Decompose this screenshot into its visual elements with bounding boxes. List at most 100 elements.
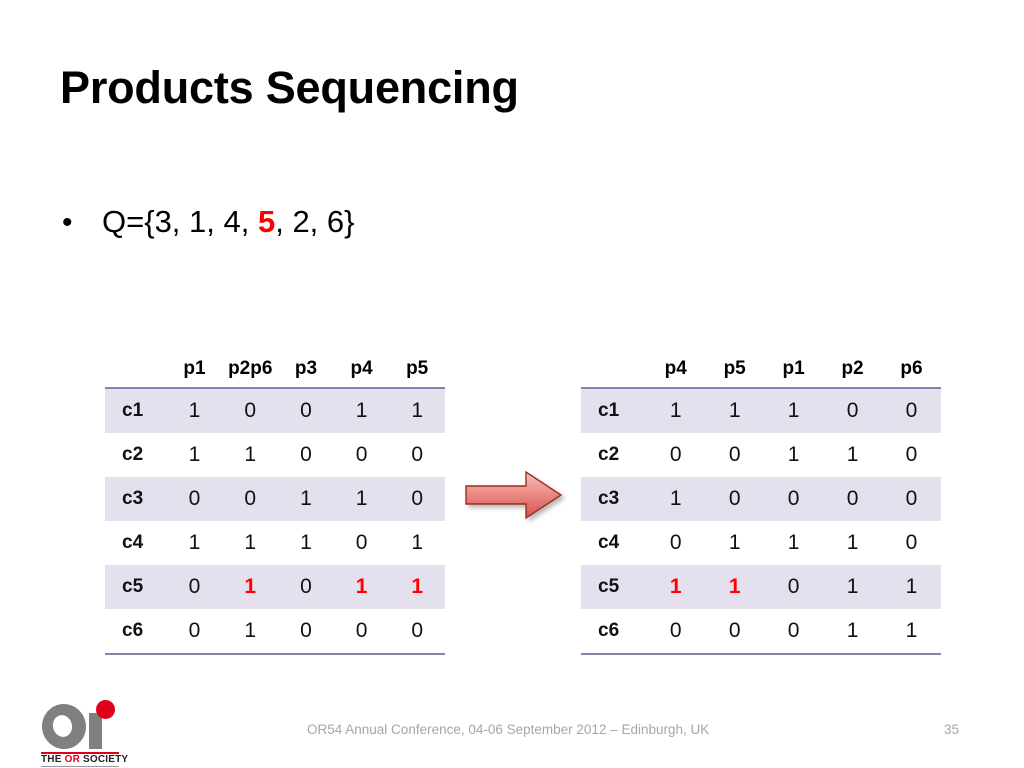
column-header: p1 bbox=[764, 350, 824, 389]
logo-underline bbox=[41, 766, 119, 767]
matrix-cell: 0 bbox=[905, 531, 918, 554]
column-header: p6 bbox=[882, 350, 941, 389]
matrix-cell: 0 bbox=[764, 609, 824, 655]
matrix-cell: 0 bbox=[411, 443, 424, 466]
matrix-cell: 1 bbox=[222, 609, 279, 655]
row-header: c1 bbox=[105, 388, 167, 433]
column-header: p2 bbox=[823, 350, 882, 389]
column-header: p2p6 bbox=[222, 350, 279, 389]
row-header: c5 bbox=[105, 565, 167, 609]
matrix-cell: 0 bbox=[882, 477, 941, 521]
matrix-cell: 0 bbox=[646, 609, 706, 655]
matrix-cell: 0 bbox=[166, 565, 223, 609]
matrix-cell: 0 bbox=[278, 388, 334, 433]
matrix-cell: 1 bbox=[823, 609, 882, 655]
row-header: c2 bbox=[122, 444, 144, 465]
or-society-logo: THE OR SOCIETY bbox=[37, 699, 132, 767]
right-arrow-icon bbox=[462, 468, 568, 530]
logo-word-the: THE bbox=[41, 754, 65, 765]
page-number: 35 bbox=[944, 722, 960, 737]
matrix-cell: 0 bbox=[333, 609, 390, 655]
bullet-text-highlight: 5 bbox=[257, 204, 276, 239]
matrix-cell: 1 bbox=[389, 388, 445, 433]
matrix-cell: 1 bbox=[846, 443, 859, 466]
matrix-cell: 1 bbox=[411, 531, 424, 554]
column-header: p5 bbox=[705, 350, 765, 389]
logo-red-dot-icon bbox=[96, 700, 115, 719]
column-header: p3 bbox=[278, 350, 334, 389]
matrix-cell: 1 bbox=[244, 531, 257, 554]
matrix-cell: 1 bbox=[188, 443, 201, 466]
matrix-cell: 1 bbox=[646, 477, 706, 521]
matrix-cell: 0 bbox=[728, 443, 741, 466]
matrix-cell: 0 bbox=[389, 477, 445, 521]
row-header: c5 bbox=[581, 565, 647, 609]
matrix-cell: 0 bbox=[764, 477, 824, 521]
matrix-cell: 0 bbox=[355, 443, 368, 466]
table-row: c2 1 1 0 0 0 bbox=[105, 433, 445, 477]
row-header: c6 bbox=[581, 609, 647, 655]
matrix-cell: 1 bbox=[222, 565, 279, 609]
bullet-item: • Q={3, 1, 4, 5, 2, 6} bbox=[62, 204, 355, 240]
matrix-cell: 0 bbox=[882, 388, 941, 433]
matrix-cell: 1 bbox=[333, 565, 390, 609]
table-corner-cell bbox=[105, 350, 167, 389]
matrix-cell: 0 bbox=[669, 443, 682, 466]
footer-conference-text: OR54 Annual Conference, 04-06 September … bbox=[307, 722, 710, 737]
matrix-cell: 1 bbox=[646, 388, 706, 433]
matrix-cell: 1 bbox=[300, 531, 312, 554]
row-header: c2 bbox=[598, 444, 620, 465]
matrix-cell: 1 bbox=[823, 565, 882, 609]
matrix-cell: 1 bbox=[333, 388, 390, 433]
row-header: c1 bbox=[581, 388, 647, 433]
logo-red-rule bbox=[41, 752, 119, 754]
matrix-cell: 1 bbox=[278, 477, 334, 521]
logo-r-stem-icon bbox=[89, 713, 102, 749]
matrix-cell: 1 bbox=[882, 565, 941, 609]
matrix-cell: 0 bbox=[166, 477, 223, 521]
matrix-cell: 1 bbox=[244, 443, 257, 466]
bullet-marker-icon: • bbox=[62, 206, 73, 239]
matrix-cell: 0 bbox=[764, 565, 824, 609]
row-header: c6 bbox=[105, 609, 167, 655]
matrix-cell: 0 bbox=[669, 531, 682, 554]
matrix-cell: 1 bbox=[333, 477, 390, 521]
matrix-cell: 0 bbox=[823, 477, 882, 521]
bullet-text-suffix: , 2, 6} bbox=[275, 204, 355, 239]
matrix-cell: 1 bbox=[846, 531, 859, 554]
bullet-text: Q={3, 1, 4, 5, 2, 6} bbox=[102, 204, 355, 240]
logo-word-or: OR bbox=[64, 754, 80, 765]
matrix-cell: 1 bbox=[882, 609, 941, 655]
logo-word-society: SOCIETY bbox=[80, 754, 129, 765]
matrix-cell: 1 bbox=[166, 388, 223, 433]
row-header: c3 bbox=[105, 477, 167, 521]
column-header: p1 bbox=[166, 350, 223, 389]
matrix-cell: 1 bbox=[787, 531, 800, 554]
matrix-cell: 1 bbox=[188, 531, 201, 554]
column-header: p5 bbox=[389, 350, 445, 389]
matrix-cell: 1 bbox=[389, 565, 445, 609]
matrix-cell: 0 bbox=[300, 443, 312, 466]
matrix-cell: 0 bbox=[222, 477, 279, 521]
matrix-cell: 0 bbox=[166, 609, 223, 655]
matrix-cell: 1 bbox=[764, 388, 824, 433]
matrix-cell: 0 bbox=[705, 609, 765, 655]
matrix-cell: 0 bbox=[905, 443, 918, 466]
page-title: Products Sequencing bbox=[60, 62, 519, 113]
matrix-cell: 0 bbox=[278, 609, 334, 655]
matrix-cell: 1 bbox=[705, 388, 765, 433]
column-header: p4 bbox=[333, 350, 390, 389]
